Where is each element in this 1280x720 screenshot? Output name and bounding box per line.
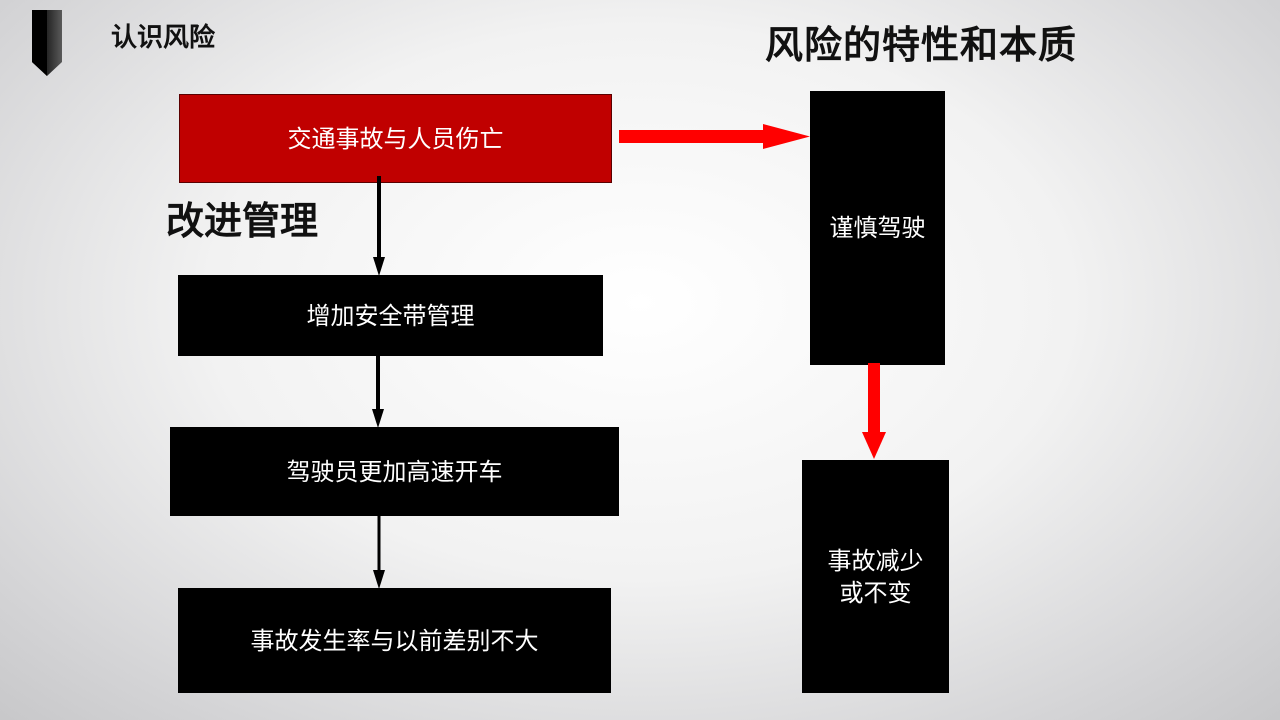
box-accident-casualty: 交通事故与人员伤亡 [179,94,612,183]
box-faster-driving: 驾驶员更加高速开车 [170,427,619,516]
arrow-red-vertical [862,363,886,459]
corner-title: 认识风险 [111,23,216,53]
box-fewer-accidents-label: 事故减少或不变 [827,546,924,607]
box-faster-driving-label: 驾驶员更加高速开车 [286,457,503,486]
arrow-box3-to-box4 [373,516,385,589]
bookmark-ribbon-icon [32,10,62,76]
box-more-seatbelt-label: 增加安全带管理 [306,301,475,330]
arrow-red-horizontal [619,124,810,149]
arrow-box2-to-box3 [372,356,384,428]
box-accident-casualty-label: 交通事故与人员伤亡 [287,124,504,153]
box-more-seatbelt: 增加安全带管理 [178,275,603,356]
box-similar-rate: 事故发生率与以前差别不大 [178,588,611,693]
arrow-box1-to-box2 [373,176,385,276]
left-subtitle: 改进管理 [166,199,319,243]
box-careful-driving-label: 谨慎驾驶 [829,214,926,242]
box-similar-rate-label: 事故发生率与以前差别不大 [250,626,539,655]
box-fewer-accidents: 事故减少或不变 [802,460,949,693]
box-careful-driving: 谨慎驾驶 [810,91,945,365]
right-title: 风险的特性和本质 [765,23,1078,67]
